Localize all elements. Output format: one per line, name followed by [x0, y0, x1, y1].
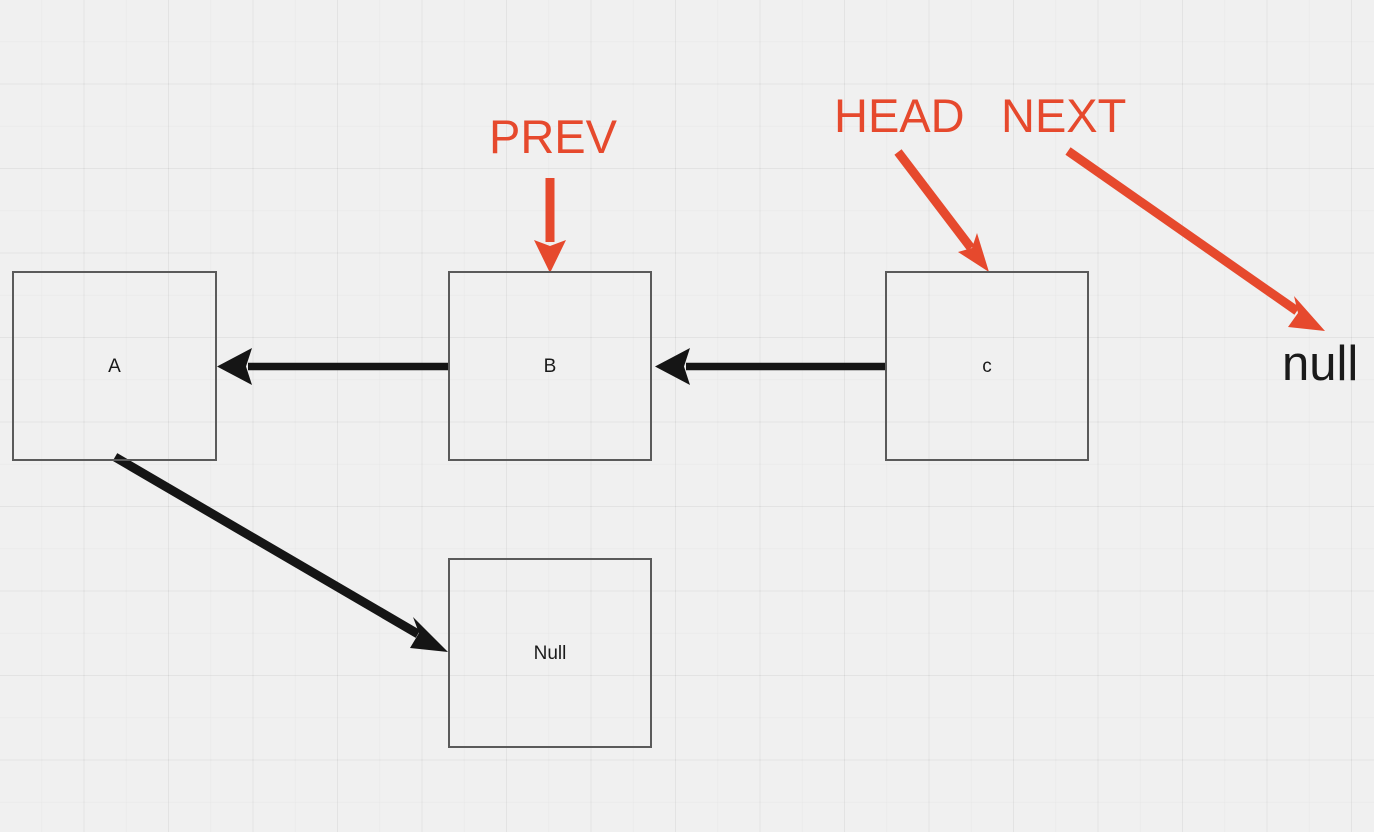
annotation-label-prev[interactable]: PREV: [489, 110, 617, 163]
arrow-prev-to-b: [534, 178, 566, 273]
arrow-head-to-c: [894, 149, 989, 272]
arrow-next-to-null: [1065, 147, 1325, 331]
node-label-null: Null: [533, 642, 567, 664]
arrow-a-to-null: [112, 453, 448, 652]
node-box-c[interactable]: c: [885, 271, 1089, 461]
annotation-label-next[interactable]: NEXT: [1001, 89, 1127, 142]
node-label-b: B: [543, 355, 557, 377]
node-box-null[interactable]: Null: [448, 558, 652, 748]
arrow-b-to-a: [217, 348, 449, 385]
annotation-label-head[interactable]: HEAD: [834, 89, 965, 142]
node-label-a: A: [108, 355, 121, 377]
node-label-c: c: [982, 355, 992, 377]
node-box-a[interactable]: A: [12, 271, 217, 461]
node-box-b[interactable]: B: [448, 271, 652, 461]
arrow-c-to-b: [655, 348, 886, 385]
free-text-null[interactable]: null: [1282, 337, 1359, 391]
